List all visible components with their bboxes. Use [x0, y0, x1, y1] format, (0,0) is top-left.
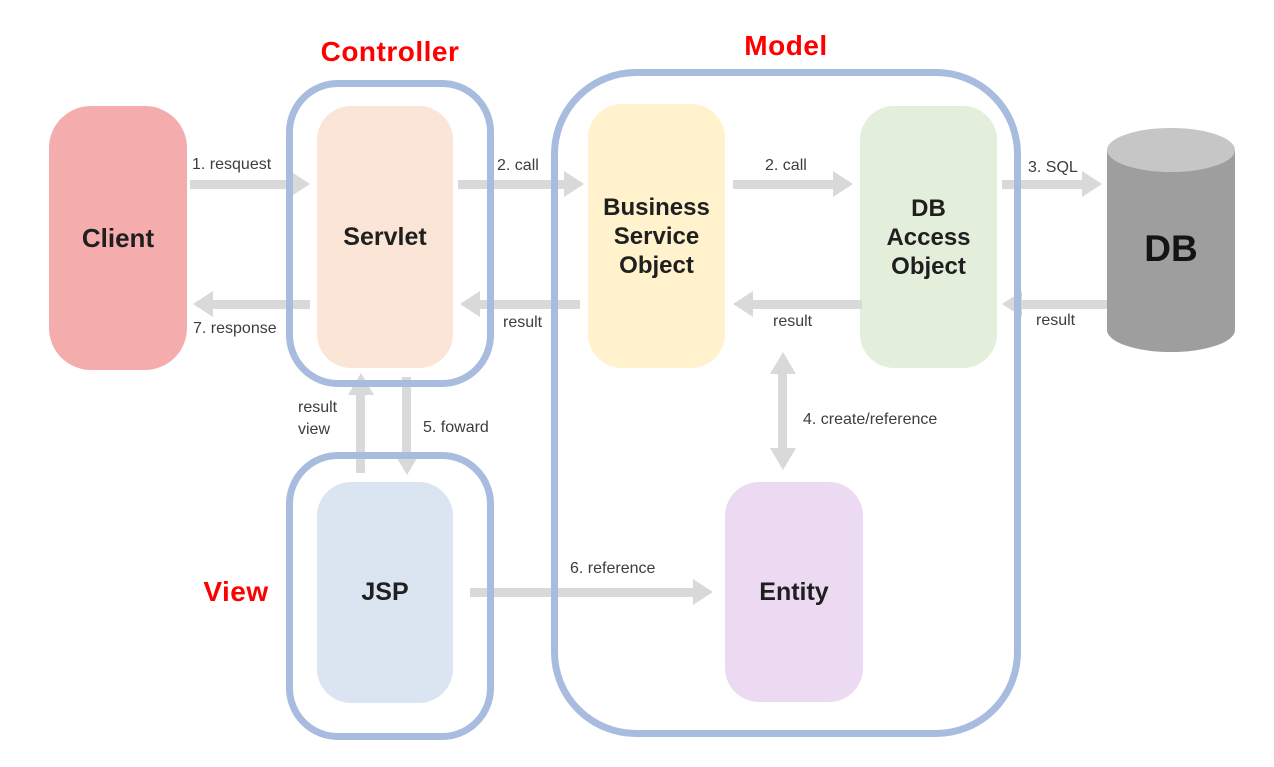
- result-view-arrow-label: result view: [298, 399, 338, 438]
- model-group-outline: [551, 69, 1021, 737]
- entity-node: Entity: [725, 482, 863, 702]
- client-node-label: Client: [81, 222, 155, 253]
- call-bso-dao-arrow-head: [833, 171, 853, 197]
- call-servlet-bso-arrow-shaft: [458, 180, 564, 189]
- controller-group-outline: [286, 80, 494, 387]
- request-arrow-label: 1. resquest: [192, 156, 272, 173]
- result-dao-bso-arrow-head: [733, 291, 753, 317]
- model-group-label: Model: [744, 30, 828, 61]
- controller-group-label: Controller: [320, 36, 460, 67]
- jsp-node: JSP: [317, 482, 453, 703]
- reference-arrow-label: 6. reference: [570, 560, 656, 577]
- call-bso-dao-arrow-shaft: [733, 180, 833, 189]
- jsp-node-label: JSP: [361, 578, 409, 606]
- call-servlet-bso-arrow-label: 2. call: [497, 157, 539, 174]
- servlet-node: Servlet: [317, 106, 453, 368]
- entity-node-label: Entity: [759, 577, 829, 606]
- forward-arrow-shaft: [402, 377, 411, 453]
- request-arrow-head: [290, 171, 310, 197]
- result-db-dao-arrow-label: result: [1036, 312, 1076, 329]
- create-reference-arrow-head-up: [770, 352, 796, 374]
- business-service-object-node-label: Business Service Object: [603, 193, 710, 279]
- db-access-object-node-label: DB Access Object: [886, 194, 971, 280]
- call-bso-dao-arrow-label: 2. call: [765, 157, 807, 174]
- create-reference-arrow-head-down: [770, 448, 796, 470]
- result-db-dao-arrow-shaft: [1022, 300, 1107, 309]
- response-arrow-head: [193, 291, 213, 317]
- response-arrow-shaft: [213, 300, 310, 309]
- reference-arrow-head: [693, 579, 713, 605]
- sql-arrow-shaft: [1002, 180, 1082, 189]
- forward-arrow-label: 5. foward: [423, 419, 489, 436]
- sql-arrow-label: 3. SQL: [1028, 159, 1078, 176]
- view-group-label: View: [203, 576, 269, 607]
- db-cylinder-body: [1107, 150, 1235, 352]
- view-group-outline: [286, 452, 494, 740]
- client-node: Client: [49, 106, 187, 370]
- create-reference-arrow-label: 4. create/reference: [803, 411, 938, 428]
- create-reference-arrow-shaft: [778, 374, 787, 448]
- request-arrow-shaft: [190, 180, 290, 189]
- result-bso-servlet-arrow-label: result: [503, 314, 543, 331]
- result-dao-bso-arrow-shaft: [753, 300, 862, 309]
- result-dao-bso-arrow-label: result: [773, 313, 813, 330]
- servlet-node-label: Servlet: [343, 222, 427, 251]
- sql-arrow-head: [1082, 171, 1102, 197]
- reference-arrow-shaft: [470, 588, 693, 597]
- result-bso-servlet-arrow-shaft: [480, 300, 580, 309]
- result-view-arrow-shaft: [356, 395, 365, 473]
- response-arrow-label: 7. response: [193, 320, 277, 337]
- db-cylinder-top-ellipse: [1107, 128, 1235, 172]
- business-service-object-node: Business Service Object: [588, 104, 725, 368]
- db-node-label: DB: [1144, 228, 1198, 269]
- result-bso-servlet-arrow-head: [460, 291, 480, 317]
- call-servlet-bso-arrow-head: [564, 171, 584, 197]
